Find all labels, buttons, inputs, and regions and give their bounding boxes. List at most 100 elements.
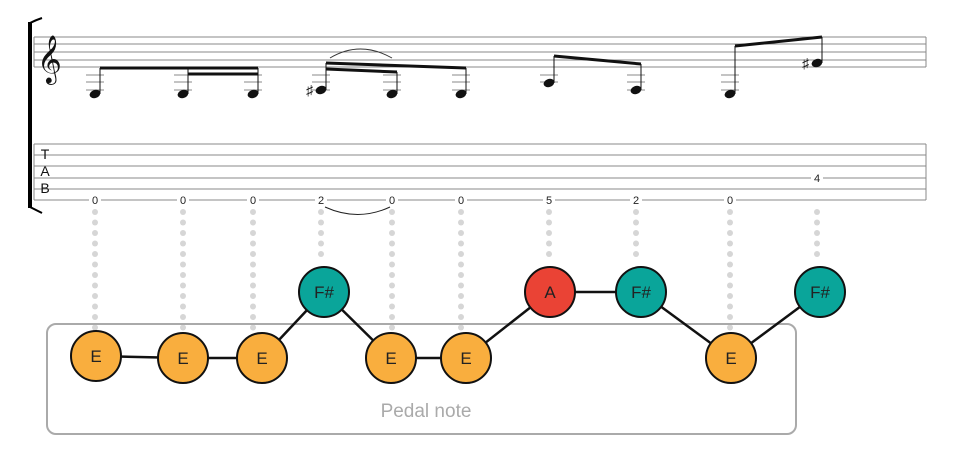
tab-fret-number: 0 <box>180 195 186 207</box>
guide-dot <box>250 261 256 268</box>
beam <box>325 67 398 74</box>
guide-dot <box>92 240 98 247</box>
tab-number-bg <box>89 194 101 206</box>
guide-dot <box>250 240 256 247</box>
note-circle <box>794 266 846 318</box>
note-circle <box>615 266 667 318</box>
guide-dot <box>389 261 395 268</box>
note-node-e: E <box>365 332 417 384</box>
tab-number-bg <box>247 194 259 206</box>
guide-dot <box>458 314 464 320</box>
beam <box>325 61 467 70</box>
guide-dot <box>389 282 395 289</box>
tab-number-bg <box>386 194 398 206</box>
guide-dot <box>389 303 395 310</box>
guide-dot <box>92 272 98 278</box>
guide-dot <box>389 230 395 236</box>
tab-slur <box>324 206 391 215</box>
guide-dot <box>546 219 552 226</box>
note-name: A <box>544 283 556 302</box>
guide-dot <box>814 240 820 247</box>
guide-dot <box>458 230 464 236</box>
tab-fret-number: 0 <box>92 195 98 207</box>
sharp-icon: ♯ <box>802 55 810 71</box>
tab-fret-number: 5 <box>546 195 552 207</box>
guide-dot <box>727 303 733 310</box>
guide-dot <box>250 209 256 215</box>
note-node-e: E <box>236 332 288 384</box>
guide-dot <box>458 324 464 331</box>
guide-dot <box>727 272 733 278</box>
guide-dot <box>727 293 733 299</box>
guide-dot <box>633 251 639 257</box>
note-name: F# <box>631 283 651 302</box>
guide-dot <box>633 209 639 215</box>
guide-dot <box>458 293 464 299</box>
tab-number-bg <box>630 194 642 206</box>
guide-dot <box>180 240 186 247</box>
guide-dot <box>814 251 820 257</box>
note-name: E <box>256 349 267 368</box>
note-node-f-sharp: F# <box>615 266 667 318</box>
note-circle <box>70 330 122 382</box>
note-name: F# <box>810 283 830 302</box>
guide-dot <box>633 230 639 236</box>
note-head <box>543 78 555 88</box>
tab-fret-number: 0 <box>458 195 464 207</box>
guide-dot <box>389 209 395 215</box>
note-head <box>811 58 823 68</box>
guide-dot <box>318 209 324 215</box>
guide-dot <box>180 251 186 257</box>
guide-dot <box>389 251 395 257</box>
guide-dot <box>250 324 256 331</box>
note-head <box>315 85 327 95</box>
tab-fret-number: 2 <box>318 195 324 207</box>
treble-clef-icon: 𝄞 <box>37 34 62 85</box>
guide-dot <box>633 219 639 226</box>
guide-dot <box>727 219 733 226</box>
guide-dot <box>180 261 186 268</box>
tab-number-bg <box>543 194 555 206</box>
guide-dot <box>458 209 464 215</box>
guide-dot <box>727 209 733 215</box>
note-node-e: E <box>440 332 492 384</box>
tab-fret-number: 4 <box>814 173 820 185</box>
slur <box>329 48 393 59</box>
tab-number-bg <box>724 194 736 206</box>
note-name: F# <box>314 283 334 302</box>
pedal-note-box <box>46 323 797 435</box>
tab-clef-letter: A <box>40 163 50 179</box>
guide-dot <box>180 272 186 278</box>
tab-fret-number: 0 <box>727 195 733 207</box>
guide-dot <box>318 240 324 247</box>
guide-dot <box>92 251 98 257</box>
note-circle <box>705 332 757 384</box>
tab-fret-number: 0 <box>250 195 256 207</box>
guide-dot <box>546 240 552 247</box>
pedal-note-label: Pedal note <box>381 401 472 422</box>
tab-number-bg <box>315 194 327 206</box>
note-node-a: A <box>524 266 576 318</box>
tab-fret-number: 2 <box>633 195 639 207</box>
note-circle <box>298 266 350 318</box>
guide-dot <box>318 219 324 226</box>
guide-dot <box>92 303 98 310</box>
guide-dot <box>250 314 256 320</box>
guide-dot <box>458 219 464 226</box>
guide-dot <box>92 230 98 236</box>
note-node-e: E <box>157 332 209 384</box>
guide-dot <box>814 219 820 226</box>
guide-dot <box>727 240 733 247</box>
standard-notation-staff: 𝄞♯♯ <box>28 17 927 214</box>
note-head <box>177 89 189 99</box>
tab-number-bg <box>455 194 467 206</box>
guide-dot <box>814 209 820 215</box>
guide-dot <box>180 209 186 215</box>
guide-dot <box>458 303 464 310</box>
guide-dot <box>92 209 98 215</box>
guide-dot <box>92 219 98 226</box>
tab-number-bg <box>811 172 823 184</box>
beam <box>553 54 642 66</box>
